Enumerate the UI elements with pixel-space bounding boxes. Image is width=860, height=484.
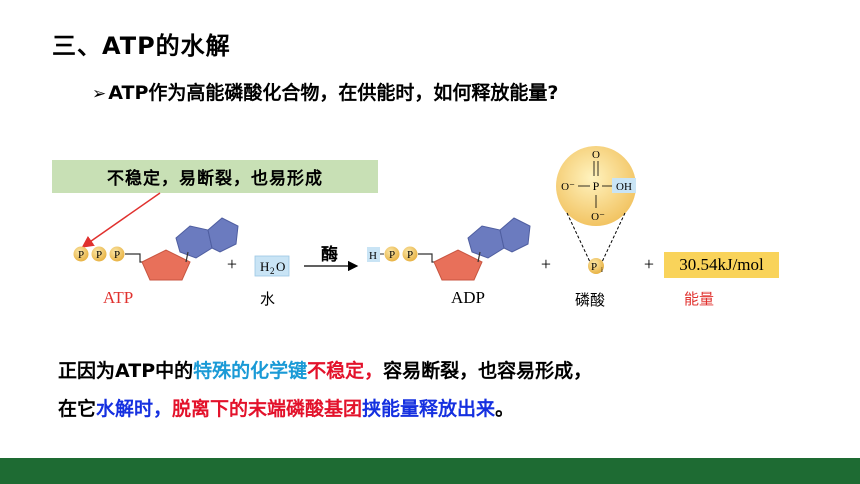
water-o: O (276, 259, 285, 274)
conclusion-1c: 不稳定， (307, 360, 384, 382)
phosphate-1 (73, 246, 89, 262)
footer-bar (0, 458, 860, 484)
unstable-callout: 不稳定，易断裂，也易形成 (52, 160, 378, 193)
question-label: ATP作为高能磷酸化合物，在供能时，如何释放能量? (108, 82, 559, 104)
adp-phosphate-2: P (407, 249, 413, 261)
conclusion-line-2: 在它水解时，脱离下的末端磷酸基团挟能量释放出来。 (58, 394, 514, 421)
phosphate-2 (91, 246, 107, 262)
ribose-shape (141, 249, 191, 281)
callout-pointer (81, 192, 161, 248)
adp-phosphate-1: P (389, 249, 395, 261)
atp-molecule: P P P (73, 217, 239, 281)
conclusion-1d: 容易断裂，也容易形成， (383, 360, 593, 382)
conclusion-2e: 。 (495, 398, 515, 420)
adp-molecule: H P P (367, 217, 531, 281)
phosphate-3-label: P (114, 249, 120, 261)
water-label: 水 (260, 290, 276, 308)
phosphate-magnified (556, 146, 636, 226)
pi-right-oh: OH (616, 181, 632, 193)
conclusion-2a: 在它 (58, 398, 97, 420)
arrow-bullet-icon: ➢ (92, 84, 107, 104)
conclusion-2d: 挟能量释放出来 (362, 398, 496, 420)
slide-title: 三、ATP的水解 (52, 32, 231, 60)
plus-sign-1: + (227, 254, 237, 274)
phosphate-1-label: P (78, 249, 84, 261)
phosphate-3 (109, 246, 125, 262)
pi-small-circle (588, 258, 604, 274)
adp-hydrogen: H (369, 250, 377, 262)
phosphate-2-label: P (96, 249, 102, 261)
pi-center-p: P (593, 179, 600, 193)
energy-label: 能量 (684, 290, 715, 308)
water-sub: 2 (270, 266, 275, 276)
water-molecule: H 2 O (254, 255, 290, 277)
energy-value: 30.54kJ/mol (664, 252, 779, 278)
enzyme-label: 酶 (321, 245, 338, 265)
pi-bottom-o: O⁻ (591, 211, 605, 223)
water-h: H (260, 259, 269, 274)
conclusion-line-1: 正因为ATP中的特殊的化学键不稳定，容易断裂，也容易形成， (58, 356, 592, 383)
adenine-ring-2 (207, 217, 239, 253)
plus-sign-3: + (644, 254, 654, 274)
pi-left-o: O⁻ (561, 181, 575, 193)
conclusion-2c: 脱离下的末端磷酸基团 (172, 398, 363, 420)
conclusion-2b: 水解时， (96, 398, 173, 420)
adp-label: ADP (451, 288, 486, 307)
atp-label: ATP (103, 288, 134, 307)
conclusion-1b: 特殊的化学键 (193, 360, 308, 382)
phosphate-pi: O O⁻ P OH O⁻ P i (556, 146, 636, 274)
conclusion-1a: 正因为ATP中的 (58, 360, 194, 382)
plus-sign-2: + (541, 254, 551, 274)
pi-small-p: P (591, 261, 597, 273)
adenine-ring-1 (175, 225, 213, 259)
pi-small-sub: i (601, 266, 603, 274)
question-text: ➢ATP作为高能磷酸化合物，在供能时，如何释放能量? (92, 78, 558, 105)
phosphoric-acid-label: 磷酸 (575, 291, 606, 309)
pi-top-o: O (592, 149, 600, 161)
